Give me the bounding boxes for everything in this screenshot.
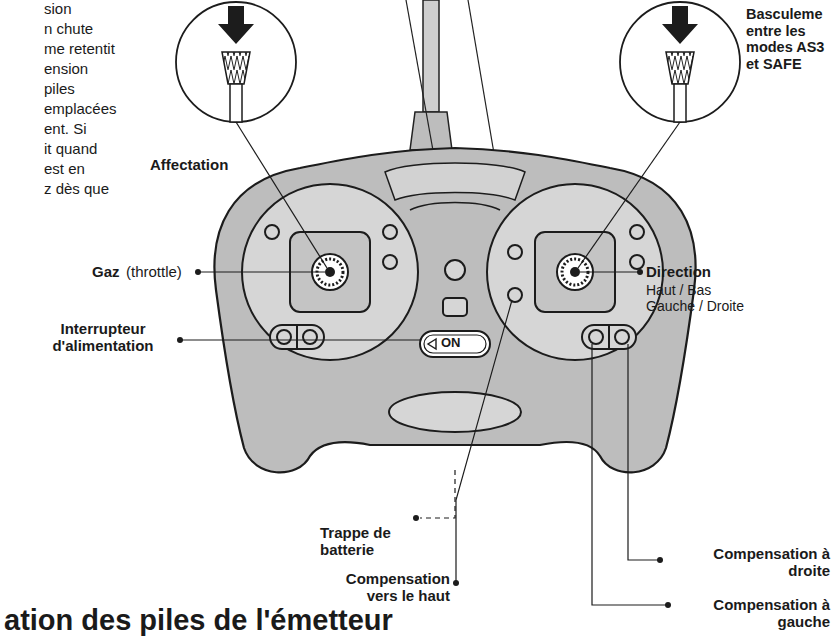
note-text: me retentit	[44, 40, 115, 57]
power-switch	[420, 331, 490, 357]
callout-label: Affectation	[150, 156, 228, 173]
note-text: z dès que	[44, 180, 109, 197]
transmitter-body	[214, 148, 695, 472]
note-text: emplacées	[44, 100, 117, 117]
callout-label: Interrupteur d'alimentation	[30, 320, 176, 355]
callout-label: Gaz	[92, 263, 120, 280]
callout-label: Haut / Bas Gauche / Droite	[646, 282, 758, 314]
leader-line	[236, 122, 327, 268]
callout-label: Compensation à gauche	[698, 596, 830, 631]
top-ridge	[385, 163, 525, 200]
callout-label: Compensation à droite	[698, 545, 830, 580]
note-text: ension	[44, 60, 88, 77]
leader-line	[578, 122, 680, 268]
center-button	[443, 298, 467, 316]
note-text: ent. Si	[44, 120, 87, 137]
right-gimbal-ring	[487, 184, 663, 360]
inset-circle	[176, 2, 740, 122]
grip-oval	[389, 392, 521, 432]
antenna	[410, 0, 452, 150]
note-text: n chute	[44, 20, 93, 37]
note-text: it quand	[44, 140, 97, 157]
power-led	[445, 260, 465, 280]
note-text: est en	[44, 160, 85, 177]
callout-label: Trappe de batterie	[320, 524, 410, 559]
leader-line	[180, 272, 668, 605]
section-heading: ation des piles de l'émetteur	[4, 604, 393, 637]
top-ridge	[410, 203, 500, 211]
switch-label: ON	[441, 336, 461, 351]
callout-label: (throttle)	[126, 263, 182, 280]
callout-label: Compensation vers le haut	[325, 570, 450, 605]
stick	[312, 254, 593, 290]
callout-label: Direction	[646, 263, 711, 280]
note-text: sion	[44, 0, 72, 17]
callout-label: Basculeme entre les modes AS3 et SAFE	[746, 6, 832, 73]
leader-dot	[177, 269, 671, 608]
note-text: piles	[44, 80, 75, 97]
